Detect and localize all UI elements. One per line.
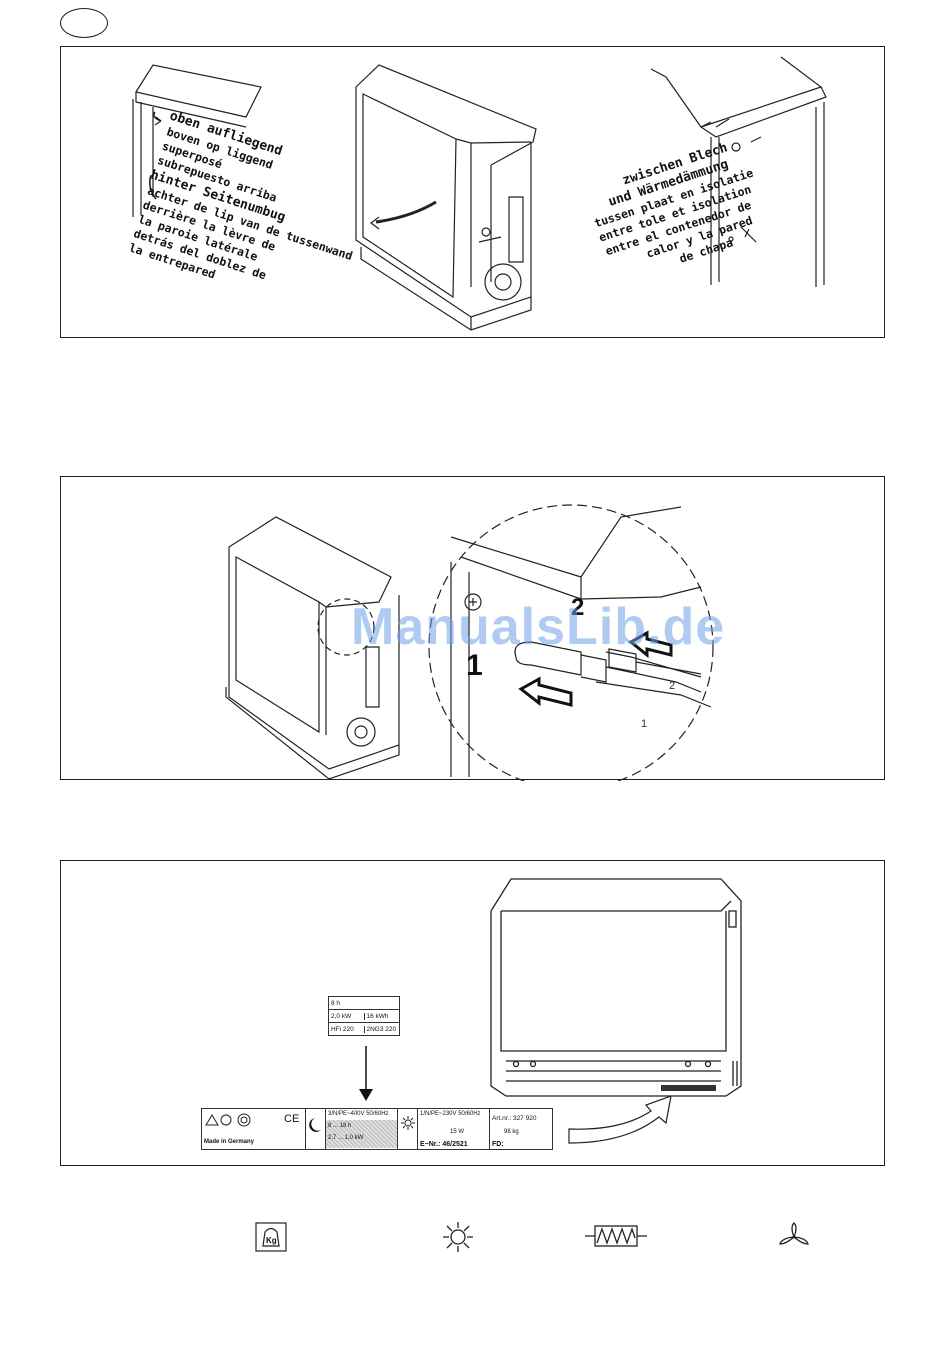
wire-label-1: 1 bbox=[641, 718, 647, 730]
push-arrow-2 bbox=[628, 630, 673, 659]
down-arrow bbox=[359, 1089, 373, 1101]
curved-arrow bbox=[568, 1095, 672, 1144]
type-plate-figure bbox=[60, 860, 885, 1166]
label-type: 2NG3 220 bbox=[363, 1025, 400, 1033]
step-number-2: 2 bbox=[571, 594, 584, 621]
fan-power: 15 W bbox=[450, 1129, 465, 1135]
right-instruction-text: zwischen Blech und Wärmedämmung tussen p… bbox=[592, 140, 754, 265]
made-in-germany: Made in Germany bbox=[204, 1139, 255, 1145]
charge-hours: 8 ... 18 h bbox=[328, 1123, 352, 1129]
wire-label-2: 2 bbox=[669, 680, 675, 692]
moon-icon bbox=[306, 1109, 326, 1149]
e-number: E−Nr.: 46/2521 bbox=[420, 1141, 468, 1148]
rating-plate: CE Made in Germany 3/N/PE~400V 50/60Hz 8… bbox=[201, 1108, 553, 1150]
installation-figure-cover: oben aufliegend boven op liggend superpo… bbox=[60, 46, 885, 338]
left-instruction-text: oben aufliegend boven op liggend superpo… bbox=[127, 109, 354, 283]
label-model: HFi 220 bbox=[331, 1025, 354, 1033]
supply-3-phase: 3/N/PE~400V 50/60Hz bbox=[328, 1111, 389, 1117]
article-number: Art.nr.: 327 920 bbox=[492, 1115, 537, 1122]
ce-mark: CE bbox=[284, 1113, 300, 1125]
label-power: 2,0 kW bbox=[331, 1012, 352, 1020]
offpeak-section: 3/N/PE~400V 50/60Hz 8 ... 18 h 2,7 ... 1… bbox=[326, 1109, 398, 1149]
charge-power: 2,7 ... 1,0 kW bbox=[328, 1135, 364, 1141]
article-section: Art.nr.: 327 920 98 kg FD: bbox=[490, 1109, 552, 1149]
label-capacity: 16 kWh bbox=[363, 1012, 400, 1020]
step-number-1: 1 bbox=[466, 649, 483, 682]
direct-section: 1/N/PE~230V 50/60Hz 15 W E−Nr.: 46/2521 bbox=[418, 1109, 490, 1149]
supply-1-phase: 1/N/PE~230V 50/60Hz bbox=[420, 1111, 481, 1117]
sun-icon-small bbox=[398, 1109, 418, 1149]
fd-field: FD: bbox=[492, 1141, 504, 1148]
approval-marks: CE Made in Germany bbox=[202, 1109, 306, 1149]
language-badge bbox=[60, 8, 108, 38]
heater-front-drawing bbox=[359, 878, 742, 1144]
label-hours: 8 h bbox=[331, 999, 341, 1007]
watermark: ManualsLib.de bbox=[351, 598, 726, 656]
small-rating-label: 8 h 2,0 kW 16 kWh HFi 220 2NG3 220 bbox=[328, 996, 400, 1036]
installation-figure-connector: 1 2 1 2 ManualsLib.de bbox=[60, 476, 885, 781]
kg-glyph: Kg bbox=[266, 1236, 277, 1245]
type-plate-location bbox=[661, 1085, 716, 1091]
cover-mounting-drawing: oben aufliegend boven op liggend superpo… bbox=[127, 56, 827, 331]
connector-drawing: 1 2 1 2 bbox=[225, 504, 714, 781]
push-arrow-1 bbox=[518, 676, 573, 707]
weight-value: 98 kg bbox=[504, 1129, 519, 1135]
